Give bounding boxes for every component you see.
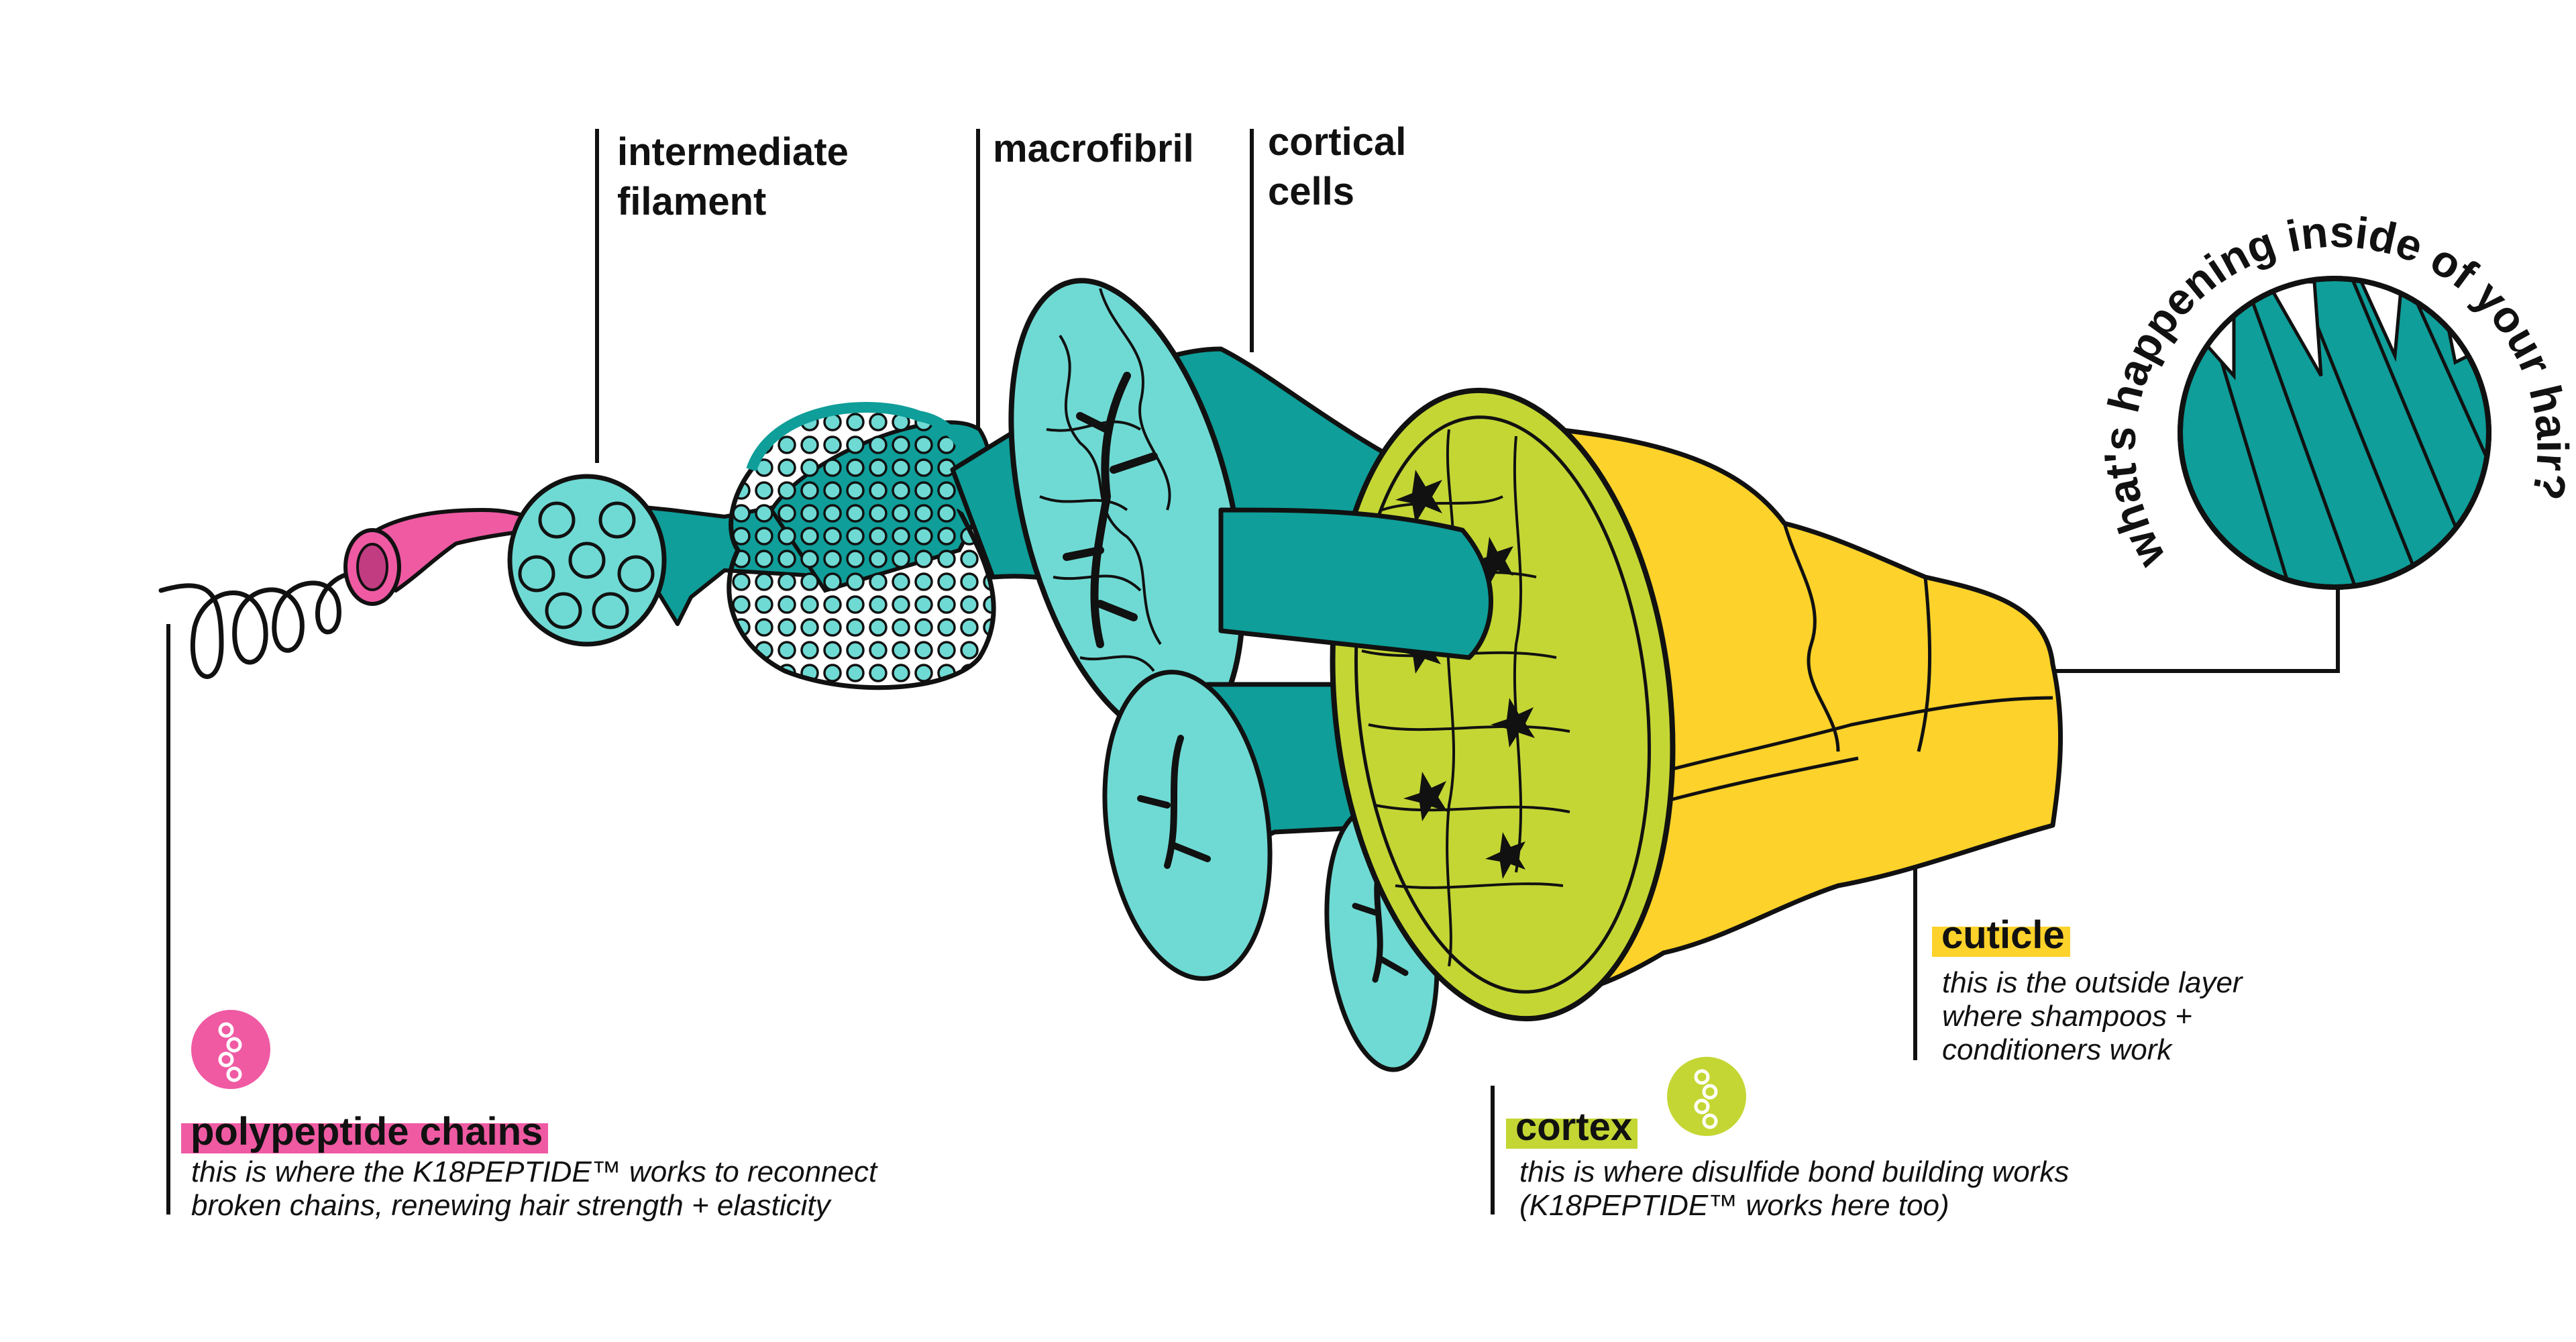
intermediate-filament-label-line2: filament: [617, 180, 767, 223]
cuticle-leader-line: [1913, 866, 1917, 1060]
polypeptide-title: polypeptide chains: [181, 1111, 549, 1153]
polypeptide-coil: [158, 570, 368, 679]
badge-title: what's happening inside of your hair?: [2094, 207, 2576, 577]
cortical-cells-label-line2: cells: [1268, 170, 1354, 213]
cuticle-description: this is the outside layer where shampoos…: [1942, 966, 2243, 1067]
svg-text:what's happening inside of you: what's happening inside of your hair?: [2094, 207, 2576, 577]
polypeptide-leader-line: [166, 624, 170, 1215]
cuticle-description-line1: this is the outside layer: [1942, 966, 2243, 999]
macrofibril-label: macrofibril: [993, 127, 1194, 170]
cortical-cells-label: cortical cells: [1268, 117, 1406, 217]
polypeptide-description-line2: broken chains, renewing hair strength + …: [191, 1189, 830, 1222]
intermediate-filament-bundle: [727, 402, 996, 690]
hair-closeup-badge: [2178, 276, 2491, 590]
peptide-chain-icon: [1667, 1057, 1746, 1136]
cortex-description-line1: this is where disulfide bond building wo…: [1519, 1155, 2070, 1188]
cortex-title: cortex: [1506, 1106, 1638, 1149]
peptide-chain-icon: [191, 1010, 270, 1089]
cuticle-description-line2: where shampoos +: [1942, 1000, 2192, 1033]
cortex-leader-line: [1491, 1086, 1495, 1215]
polypeptide-description: this is where the K18PEPTIDE™ works to r…: [191, 1155, 877, 1223]
cortex-disk: [1218, 387, 1676, 1022]
cuticle-description-line3: conditioners work: [1942, 1033, 2172, 1066]
cuticle-title: cuticle: [1932, 914, 2070, 957]
polypeptide-description-line1: this is where the K18PEPTIDE™ works to r…: [191, 1155, 877, 1188]
cortical-cells-label-line1: cortical: [1268, 120, 1407, 164]
pink-ribbon: [343, 508, 552, 606]
cortex-description: this is where disulfide bond building wo…: [1519, 1155, 2069, 1223]
peptide-chain-icon-glyph: [1694, 1069, 1718, 1129]
intermediate-filament-label-line1: intermediate: [617, 130, 849, 174]
cortex-description-line2: (K18PEPTIDE™ works here too): [1519, 1189, 1949, 1222]
intermediate-filament-label: intermediate filament: [617, 127, 849, 227]
peptide-chain-icon-glyph: [218, 1022, 242, 1082]
